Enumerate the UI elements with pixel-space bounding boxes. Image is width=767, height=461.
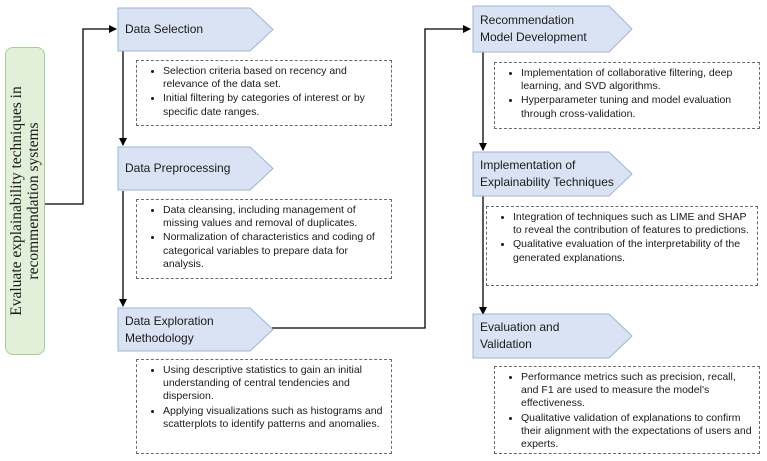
detail-bullet: Using descriptive statistics to gain an … bbox=[163, 364, 385, 404]
stage-title: Implementation of Explainability Techniq… bbox=[480, 158, 614, 189]
stage-explainability-techniques: Implementation of Explainability Techniq… bbox=[472, 151, 633, 197]
detail-bullet: Initial filtering by categories of inter… bbox=[163, 92, 385, 118]
stage-title: Data Preprocessing bbox=[125, 161, 231, 175]
root-objective-label: Evaluate explainability techniques in re… bbox=[8, 86, 42, 316]
connector-root-to-selection bbox=[45, 25, 117, 205]
stage-shape bbox=[117, 307, 274, 352]
stage-title: Recommendation Model Development bbox=[480, 13, 587, 44]
detail-bullet: Normalization of characteristics and cod… bbox=[163, 231, 385, 271]
stage-shape bbox=[472, 313, 633, 359]
detail-bullet: Hyperparameter tuning and model evaluati… bbox=[521, 94, 753, 120]
detail-bullet: Performance metrics such as precision, r… bbox=[521, 371, 753, 411]
detail-bullet: Data cleansing, including management of … bbox=[163, 204, 385, 230]
stage-shape bbox=[472, 151, 633, 197]
stage-shape bbox=[117, 146, 274, 191]
detail-bullet: Applying visualizations such as histogra… bbox=[163, 405, 385, 431]
detail-bullet: Qualitative evaluation of the interpreta… bbox=[513, 238, 751, 264]
stage-details-data-preprocessing: Data cleansing, including management of … bbox=[136, 199, 392, 279]
stage-model-development: Recommendation Model Development bbox=[472, 5, 633, 53]
stage-data-preprocessing: Data Preprocessing bbox=[117, 146, 274, 191]
stage-shape bbox=[117, 7, 274, 52]
stage-details-evaluation-validation: Performance metrics such as precision, r… bbox=[494, 366, 760, 454]
detail-bullet: Integration of techniques such as LIME a… bbox=[513, 211, 751, 237]
stage-title: Evaluation and Validation bbox=[480, 320, 560, 351]
connector-exploration-to-model bbox=[272, 25, 471, 329]
stage-data-selection: Data Selection bbox=[117, 7, 274, 52]
stage-details-data-exploration: Using descriptive statistics to gain an … bbox=[136, 359, 392, 454]
detail-bullet: Implementation of collaborative filterin… bbox=[521, 67, 753, 93]
root-objective-box: Evaluate explainability techniques in re… bbox=[5, 47, 45, 355]
stage-details-explainability-techniques: Integration of techniques such as LIME a… bbox=[486, 206, 758, 286]
stage-title: Data Exploration Methodology bbox=[125, 314, 214, 345]
stage-details-data-selection: Selection criteria based on recency and … bbox=[136, 60, 392, 126]
detail-bullet: Qualitative validation of explanations t… bbox=[521, 412, 753, 452]
stage-title: Data Selection bbox=[125, 22, 204, 36]
stage-evaluation-validation: Evaluation and Validation bbox=[472, 313, 633, 359]
stage-shape bbox=[472, 5, 633, 53]
detail-bullet: Selection criteria based on recency and … bbox=[163, 65, 385, 91]
stage-details-model-development: Implementation of collaborative filterin… bbox=[494, 62, 760, 129]
stage-data-exploration: Data Exploration Methodology bbox=[117, 307, 274, 352]
